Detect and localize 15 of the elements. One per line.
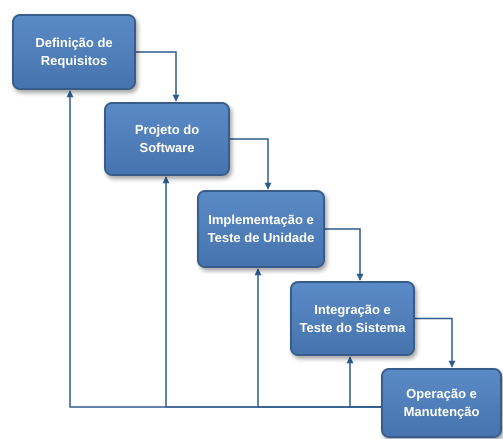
box-label: Projeto do Software bbox=[134, 121, 200, 157]
process-box bbox=[197, 190, 325, 268]
arrow bbox=[136, 51, 180, 102]
box-label: Operação e Manutenção bbox=[402, 385, 480, 421]
arrow bbox=[230, 138, 272, 190]
process-box bbox=[381, 368, 502, 438]
arrow bbox=[325, 228, 364, 281]
box-label: Implementação e Teste de Unidade bbox=[206, 211, 316, 247]
arrow bbox=[415, 318, 456, 368]
process-box bbox=[104, 102, 230, 176]
process-box bbox=[290, 281, 415, 356]
arrow bbox=[346, 356, 381, 408]
box-label: Definição de Requisitos bbox=[34, 34, 114, 70]
box-label: Integração e Teste do Sistema bbox=[298, 300, 406, 336]
process-box bbox=[12, 14, 136, 90]
